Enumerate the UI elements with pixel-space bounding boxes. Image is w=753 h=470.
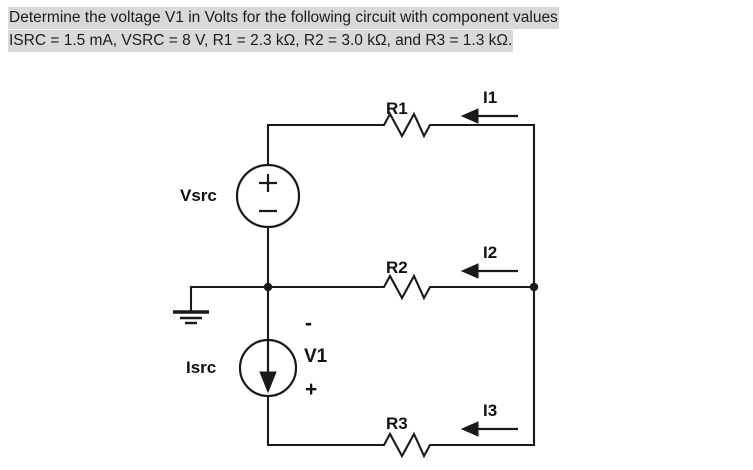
current-arrow-i1-head bbox=[460, 108, 479, 124]
isrc-arrow-head bbox=[259, 371, 277, 394]
label-i2: I2 bbox=[483, 243, 498, 262]
node-dot-middle-right bbox=[529, 282, 539, 292]
wire-bottom-left bbox=[266, 394, 380, 447]
label-v1-minus: - bbox=[305, 312, 312, 335]
problem-text-line-1: Determine the voltage V1 in Volts for th… bbox=[8, 7, 559, 29]
wire-top-left bbox=[266, 123, 380, 167]
label-v1: V1 bbox=[304, 346, 328, 367]
resistor-r2-symbol bbox=[378, 273, 436, 301]
problem-statement-line-1: Determine the voltage V1 in Volts for th… bbox=[8, 6, 748, 29]
problem-statement: Determine the voltage V1 in Volts for th… bbox=[8, 6, 748, 52]
problem-text-line-2: ISRC = 1.5 mA, VSRC = 8 V, R1 = 2.3 kΩ, … bbox=[8, 30, 514, 52]
label-r1: R1 bbox=[386, 99, 408, 118]
label-r2: R2 bbox=[386, 258, 408, 277]
label-vsrc: Vsrc bbox=[180, 186, 217, 205]
label-r3: R3 bbox=[386, 414, 408, 433]
problem-statement-line-2: ISRC = 1.5 mA, VSRC = 8 V, R1 = 2.3 kΩ, … bbox=[8, 29, 748, 52]
label-isrc: Isrc bbox=[186, 358, 217, 377]
label-v1-plus: + bbox=[305, 378, 318, 401]
current-arrow-i3-head bbox=[460, 421, 479, 437]
current-arrow-i2-head bbox=[460, 263, 479, 279]
label-i1: I1 bbox=[483, 88, 498, 107]
resistor-r3-symbol bbox=[378, 431, 436, 459]
wire-right-rail bbox=[434, 123, 536, 447]
resistor-r1-symbol bbox=[378, 111, 436, 139]
label-i3: I3 bbox=[483, 401, 498, 420]
